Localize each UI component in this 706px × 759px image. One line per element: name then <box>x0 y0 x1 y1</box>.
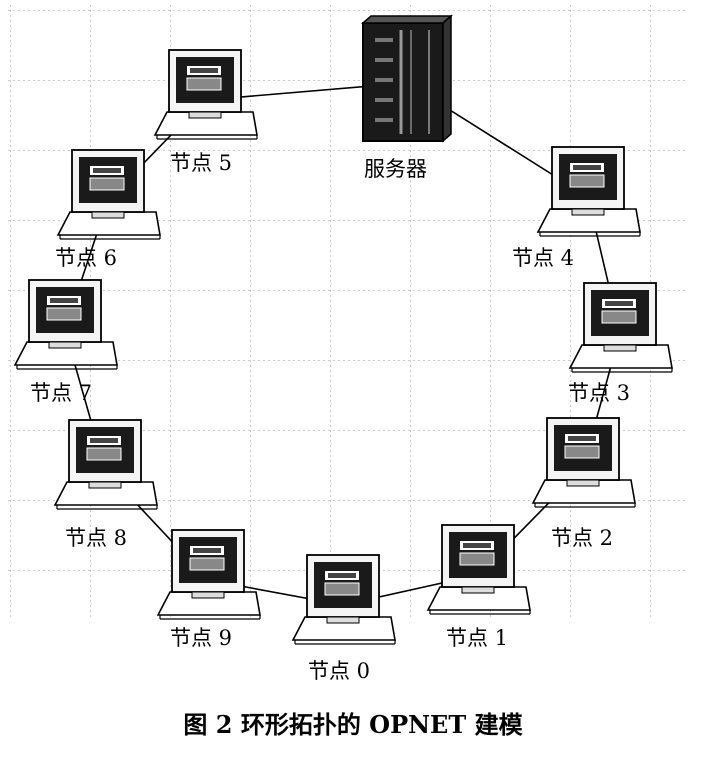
node-n4[interactable]: 节点 4 <box>512 146 641 270</box>
node-n7[interactable]: 节点 7 <box>13 279 118 405</box>
figure-caption: 图 2 环形拓扑的 OPNET 建模 <box>183 710 523 739</box>
computer-icon <box>156 529 261 620</box>
server-layer: 服务器 <box>361 14 453 181</box>
node-label: 节点 7 <box>30 381 92 405</box>
node-label: 节点 2 <box>551 526 613 550</box>
grid-background <box>5 5 685 617</box>
server-tower-icon[interactable] <box>361 14 453 143</box>
node-label: 节点 6 <box>55 246 117 270</box>
node-layer: 节点 0 节点 1 节点 2 节点 3 节点 4 节点 5 节点 6 节点 7 节点 8 节点 9 <box>13 49 673 683</box>
server-label: 服务器 <box>364 157 427 181</box>
node-label: 节点 9 <box>170 626 232 650</box>
computer-icon <box>568 282 673 373</box>
node-label: 节点 8 <box>65 526 127 550</box>
computer-icon <box>531 417 636 508</box>
node-label: 节点 5 <box>170 151 232 175</box>
node-label: 节点 1 <box>446 626 508 650</box>
computer-icon <box>536 146 641 237</box>
node-n1[interactable]: 节点 1 <box>426 524 531 650</box>
node-label: 节点 0 <box>308 659 370 683</box>
node-n3[interactable]: 节点 3 <box>568 282 673 405</box>
computer-icon <box>153 49 258 140</box>
node-n6[interactable]: 节点 6 <box>55 149 161 270</box>
computer-icon <box>426 524 531 615</box>
node-n8[interactable]: 节点 8 <box>53 419 158 550</box>
computer-icon <box>53 419 158 510</box>
computer-icon <box>13 279 118 370</box>
node-label: 节点 3 <box>568 381 630 405</box>
computer-icon <box>291 554 396 645</box>
node-n9[interactable]: 节点 9 <box>156 529 261 650</box>
node-n2[interactable]: 节点 2 <box>531 417 636 550</box>
node-label: 节点 4 <box>512 246 574 270</box>
node-n0[interactable]: 节点 0 <box>291 554 396 683</box>
node-n5[interactable]: 节点 5 <box>153 49 258 175</box>
computer-icon <box>56 149 161 240</box>
